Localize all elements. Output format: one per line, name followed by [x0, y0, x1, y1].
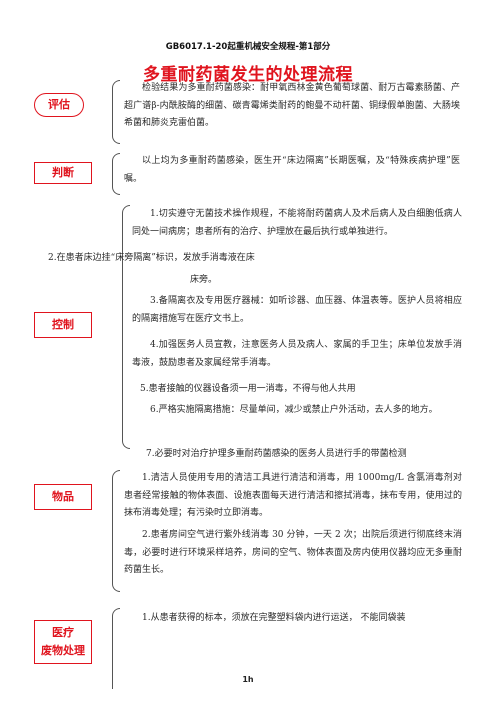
waste-item-1: 1.从患者获得的标本，须放在完整塑料袋内进行运送， 不能同袋装: [142, 613, 406, 623]
judge-text: 以上均为多重耐药菌感染，医生开“床边隔离”长期医嘱，及“特殊疾病护理”医嘱。: [124, 156, 460, 184]
control-label: 控制: [34, 312, 92, 338]
page-number: 1h: [242, 675, 254, 684]
control-item-5: 5.患者接触的仪器设备须一用一消毒，不得与他人共用: [140, 384, 356, 394]
items-label-text: 物品: [52, 490, 74, 504]
items-brace: [112, 470, 120, 592]
waste-label-line-1: 医疗: [52, 626, 74, 640]
judge-label: 判断: [34, 162, 92, 184]
control-label-text: 控制: [52, 318, 74, 332]
judge-brace: [112, 153, 120, 195]
control-item-3: 3.备隔离衣及专用医疗器械：如听诊器、血压器、体温表等。医护人员将相应的隔离措施…: [132, 296, 462, 324]
judge-label-text: 判断: [52, 166, 74, 180]
control-item-6: 6.严格实施隔离措施：尽量单间，减少或禁止户外活动，去人多的地方。: [150, 405, 438, 415]
assess-label-text: 评估: [48, 98, 70, 112]
waste-brace: [112, 608, 120, 689]
assess-text: 检验结果为多重耐药菌感染：耐甲氧西林金黄色葡萄球菌、耐万古霉素肠菌、产超广谱β-…: [124, 83, 460, 128]
page-title: 多重耐药菌发生的处理流程: [143, 65, 353, 85]
items-label: 物品: [34, 484, 92, 510]
control-item-4: 4.加强医务人员宣教，注意医务人员及病人、家属的手卫生；床单位发放手消毒液，鼓励…: [132, 340, 462, 368]
waste-label-line-2: 废物处理: [41, 644, 85, 657]
assess-label: 评估: [34, 93, 84, 117]
control-item-7: 7.必要时对治疗护理多重耐药菌感染的医务人员进行手的带菌检测: [146, 449, 407, 459]
assess-brace: [112, 80, 120, 144]
items-item-1: 1.清洁人员使用专用的清洁工具进行清洁和消毒，用 1000mg/L 含氯消毒剂对…: [124, 473, 462, 518]
control-item-2-cont: 床旁。: [190, 275, 218, 285]
control-brace: [122, 205, 130, 449]
waste-label: 医疗 废物处理: [34, 620, 92, 664]
items-item-2: 2.患者房间空气进行紫外线消毒 30 分钟，一天 2 次；出院后须进行彻底终末消…: [124, 530, 462, 575]
document-header: GB6017.1-20起重机械安全规程-第1部分: [165, 42, 331, 52]
control-item-2: 2.在患者床边挂“床旁隔离”标识，发放手消毒液在床: [48, 253, 255, 263]
control-item-1: 1.切实遵守无菌技术操作规程，不能将耐药菌病人及术后病人及白细胞低病人同处一间病…: [132, 209, 462, 237]
